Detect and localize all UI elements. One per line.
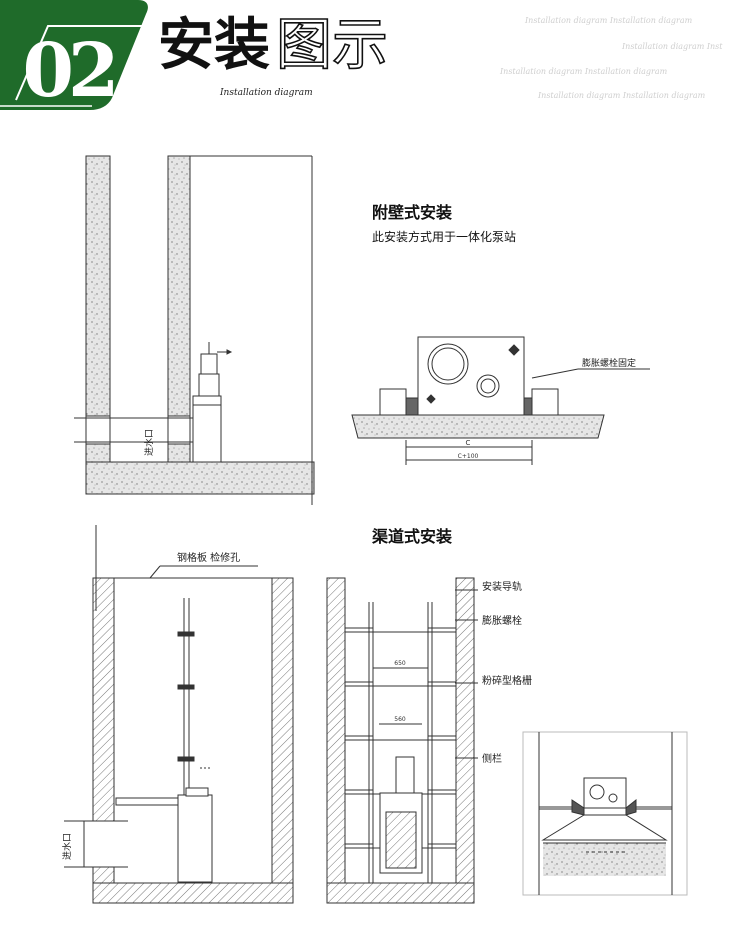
side-rail-label: 侧栏 <box>482 752 502 765</box>
channel-section-drawing <box>64 525 294 904</box>
dim-c100-label: C+100 <box>458 453 479 460</box>
guide-rail-label: 安装导轨 <box>482 580 522 593</box>
wall-mount-section-drawing <box>74 155 315 505</box>
watermark-line: Installation diagram Installation diagra… <box>500 67 668 76</box>
dim-c-label: C <box>466 439 471 447</box>
watermark-line: Installation diagram Inst <box>622 42 723 51</box>
header-title: 安装 图示 <box>158 12 389 79</box>
channel-title: 渠道式安装 <box>372 527 452 546</box>
watermark-line: Installation diagram Installation diagra… <box>538 91 706 100</box>
wall-bolt-label: 膨胀螺栓固定 <box>582 357 636 369</box>
wall-mount-title: 附壁式安装 <box>372 203 452 222</box>
wall-inlet-label: 进水口 <box>143 429 155 456</box>
wall-mount-description: 此安装方式用于一体化泵站 <box>372 229 516 244</box>
wall-mount-plan-drawing <box>351 336 650 465</box>
dim-560-label: 560 <box>394 716 406 723</box>
header-title-bold: 安装 <box>158 13 270 78</box>
header-badge: 02 <box>0 0 150 114</box>
channel-grating-label: 钢格板 检修孔 <box>177 551 240 564</box>
header-subtitle: Installation diagram <box>220 88 313 98</box>
channel-inlet-label: 进水口 <box>61 833 73 860</box>
dim-650-label: 650 <box>394 660 406 667</box>
screen-label: 粉碎型格栅 <box>482 674 532 687</box>
channel-bolt-label: 膨胀螺栓 <box>482 614 522 627</box>
channel-front-drawing <box>326 577 478 904</box>
header-title-light: 图示 <box>276 13 388 78</box>
header-number: 02 <box>23 28 114 114</box>
watermark-line: Installation diagram Installation diagra… <box>525 16 693 25</box>
channel-inset-drawing <box>522 731 688 896</box>
